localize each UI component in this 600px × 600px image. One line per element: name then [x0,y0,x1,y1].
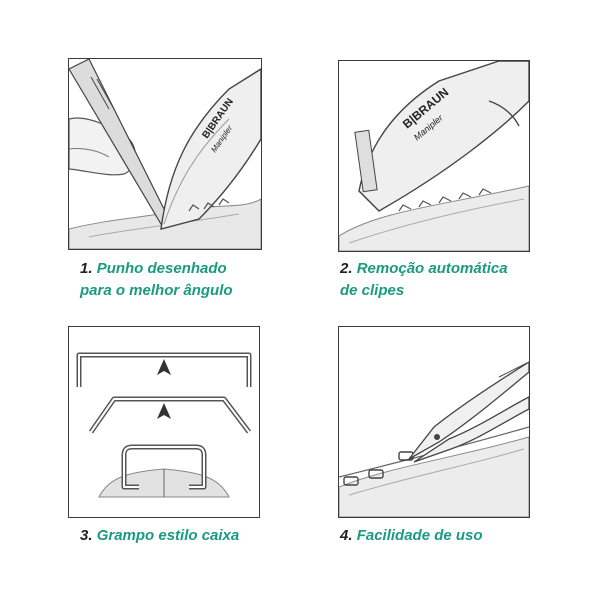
caption-text-line2: para o melhor ângulo [80,282,233,299]
pliers-removing-clip-illustration [339,361,529,517]
arrow-down-icon [157,359,171,375]
caption-4: 4. Facilidade de uso [340,525,560,547]
remover-on-skin-illustration: B|BRAUN Manipler [339,61,529,251]
caption-text-line2: de clipes [340,282,405,299]
illustration-auto-removal: B|BRAUN Manipler [338,60,530,252]
caption-text-line1: Punho desenhado [96,260,227,277]
caption-text: Grampo estilo caixa [96,527,240,544]
caption-number: 3. [80,527,93,544]
box-staple-illustration [76,352,252,498]
illustration-ease-of-use [338,326,530,518]
arrow-down-icon [157,403,171,419]
hand-holding-remover-illustration: B|BRAUN Manipler [69,59,261,249]
caption-number: 4. [340,527,353,544]
caption-number: 2. [340,260,353,277]
caption-number: 1. [80,260,93,277]
illustration-box-staple [68,326,260,518]
illustration-grip-angle: B|BRAUN Manipler [68,58,262,250]
caption-text: Facilidade de uso [356,527,483,544]
caption-1: 1. Punho desenhado para o melhor ângulo [80,258,300,302]
caption-text-line1: Remoção automática [356,260,508,277]
caption-3: 3. Grampo estilo caixa [80,525,300,547]
caption-2: 2. Remoção automática de clipes [340,258,570,302]
